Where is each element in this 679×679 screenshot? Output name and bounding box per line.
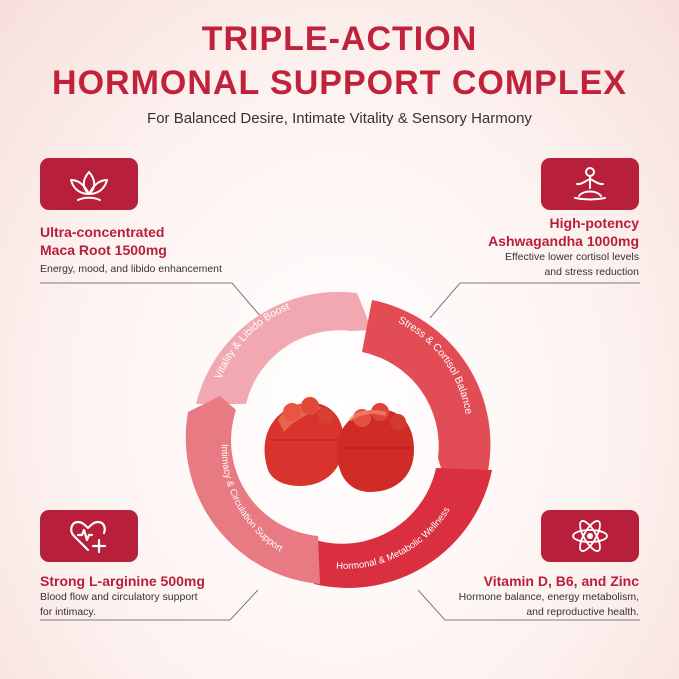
atom-icon: [572, 520, 608, 552]
gummy-right: [336, 403, 414, 492]
lotus-icon: [70, 171, 108, 201]
ashwagandha-title-line-2: Ashwagandha 1000mg: [488, 233, 639, 249]
title-line-1: TRIPLE-ACTION: [201, 20, 478, 58]
segment-intimacy: [185, 396, 320, 584]
segment-hormonal: [300, 468, 492, 588]
arginine-desc-line-2: for intimacy.: [40, 606, 96, 618]
arginine-desc-line-1: Blood flow and circulatory support: [40, 591, 198, 603]
heart-plus-icon-box: [40, 510, 138, 562]
arginine-desc: Blood flow and circulatory support for i…: [40, 590, 198, 620]
maca-desc: Energy, mood, and libido enhancement: [40, 263, 222, 275]
vitamins-desc-line-2: and reproductive health.: [526, 606, 639, 618]
heart-plus-icon: [70, 520, 107, 554]
segment-stress: [362, 300, 491, 480]
lotus-icon-box: [40, 158, 138, 210]
ashwagandha-title: High-potency Ashwagandha 1000mg: [488, 214, 639, 250]
ashwagandha-desc-line-2: and stress reduction: [544, 266, 639, 278]
gummy-left: [264, 397, 344, 486]
maca-title-line-2: Maca Root 1500mg: [40, 242, 167, 258]
arginine-title: Strong L-arginine 500mg: [40, 573, 205, 589]
atom-icon-box: [541, 510, 639, 562]
title-line-2: HORMONAL SUPPORT COMPLEX: [52, 64, 627, 102]
ashwagandha-desc-line-1: Effective lower cortisol levels: [504, 251, 639, 263]
meditation-icon-box: [541, 158, 639, 210]
vitamins-title: Vitamin D, B6, and Zinc: [483, 573, 639, 589]
ashwagandha-title-line-1: High-potency: [549, 215, 639, 231]
maca-title-line-1: Ultra-concentrated: [40, 224, 165, 240]
subtitle: For Balanced Desire, Intimate Vitality &…: [147, 110, 532, 127]
vitamins-desc-line-1: Hormone balance, energy metabolism,: [458, 591, 639, 603]
vitamins-desc: Hormone balance, energy metabolism, and …: [459, 590, 639, 620]
meditation-icon: [574, 167, 606, 201]
ashwagandha-desc: Effective lower cortisol levels and stre…: [505, 250, 639, 280]
segment-vitality: [196, 291, 372, 404]
maca-title: Ultra-concentrated Maca Root 1500mg: [40, 223, 167, 259]
